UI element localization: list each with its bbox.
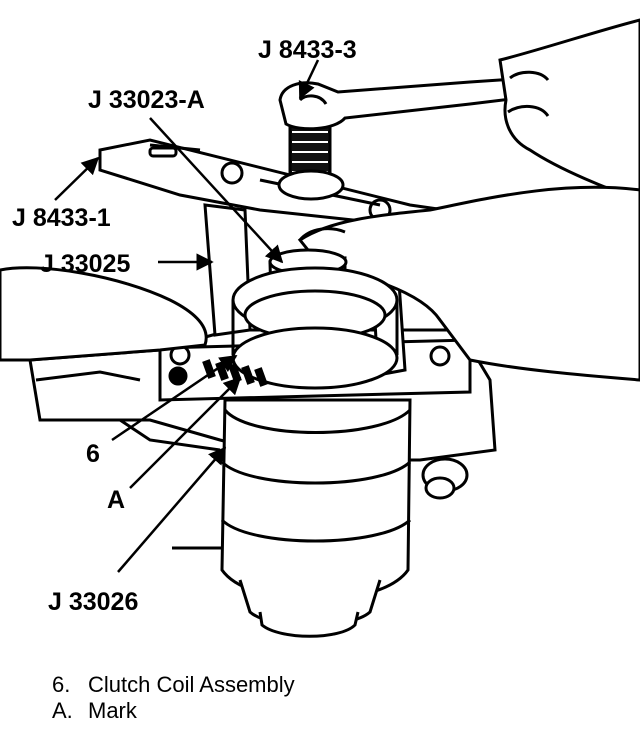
- legend-key: A.: [52, 698, 73, 723]
- callout-6: 6: [86, 440, 100, 468]
- callout-a: A: [107, 486, 125, 514]
- legend: 6. Clutch Coil Assembly A. Mark: [52, 672, 295, 724]
- callout-j33023-a: J 33023-A: [88, 86, 205, 114]
- right-hand: [498, 18, 640, 202]
- clutch-coil-stack: [172, 266, 412, 638]
- forcing-screw: [277, 120, 345, 201]
- leader-j8433-3: [298, 59, 320, 100]
- legend-key: 6.: [52, 672, 71, 697]
- wrench: [278, 76, 537, 131]
- leader-j33026: [117, 446, 227, 573]
- pressing-hand: [297, 185, 640, 382]
- legend-item-6: 6. Clutch Coil Assembly: [52, 672, 295, 698]
- legend-item-a: A. Mark: [52, 698, 295, 724]
- leader-6: [111, 354, 238, 442]
- leader-a: [129, 376, 242, 489]
- left-hand: [0, 266, 208, 362]
- callout-j33025: J 33025: [40, 250, 130, 278]
- leader-j33023-a: [149, 117, 284, 264]
- legend-text: Mark: [88, 698, 137, 723]
- leader-j8433-1: [54, 156, 100, 201]
- callout-j8433-1: J 8433-1: [12, 204, 111, 232]
- leader-lines: [54, 59, 320, 573]
- legend-text: Clutch Coil Assembly: [88, 672, 295, 697]
- callout-j8433-3: J 8433-3: [258, 36, 357, 64]
- callout-j33026: J 33026: [48, 588, 138, 616]
